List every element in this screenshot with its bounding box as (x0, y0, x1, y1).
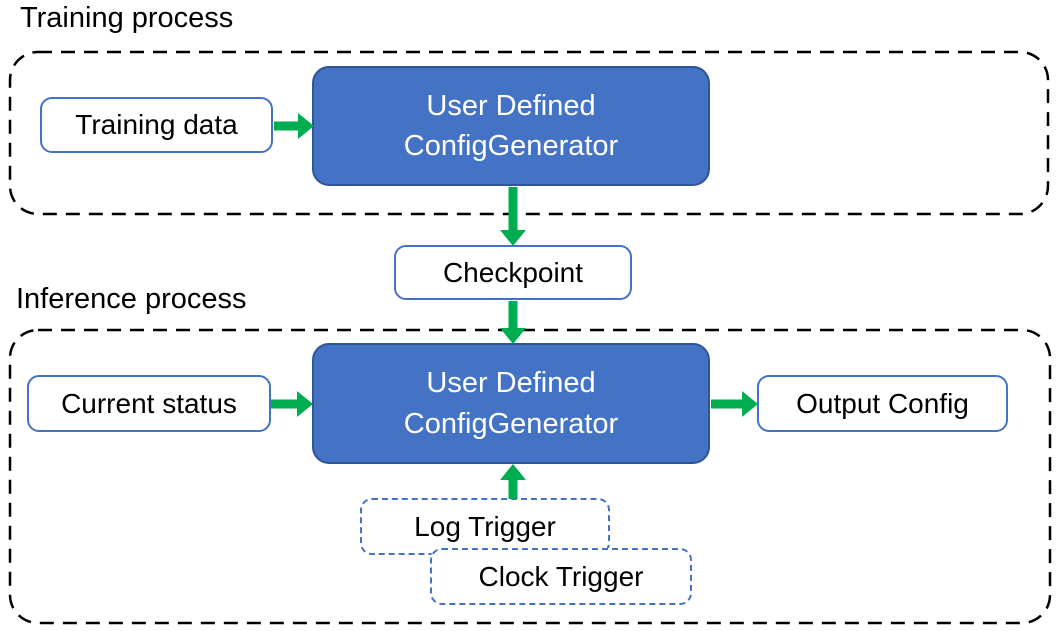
arrow-generator-to-checkpoint (500, 187, 526, 246)
arrow-checkpoint-to-generator (500, 301, 526, 344)
inference-container-outline (8, 328, 1052, 625)
current-status-label: Current status (61, 387, 237, 419)
inference-config-generator-box: User Defined ConfigGenerator (312, 343, 710, 464)
log-trigger-box: Log Trigger (360, 498, 610, 555)
training-config-generator-label: User Defined ConfigGenerator (403, 89, 619, 162)
output-config-box: Output Config (757, 375, 1008, 432)
checkpoint-label: Checkpoint (442, 256, 584, 288)
log-trigger-label: Log Trigger (414, 510, 556, 542)
arrow-triggers-to-generator (500, 464, 526, 499)
clock-trigger-box: Clock Trigger (430, 548, 692, 605)
output-config-label: Output Config (796, 387, 969, 419)
inference-process-title: Inference process (16, 283, 247, 315)
training-config-generator-box: User Defined ConfigGenerator (312, 66, 710, 186)
inference-config-generator-label: User Defined ConfigGenerator (403, 367, 619, 440)
clock-trigger-label: Clock Trigger (478, 560, 644, 592)
arrow-training-data-to-generator (274, 113, 314, 139)
training-data-label: Training data (75, 109, 238, 140)
training-process-title: Training process (20, 2, 234, 34)
checkpoint-box: Checkpoint (394, 245, 632, 300)
training-data-box: Training data (40, 97, 273, 153)
training-container-outline (8, 50, 1050, 216)
arrow-generator-to-output-config (711, 391, 758, 417)
arrow-current-status-to-generator (271, 391, 313, 417)
current-status-box: Current status (27, 375, 271, 432)
